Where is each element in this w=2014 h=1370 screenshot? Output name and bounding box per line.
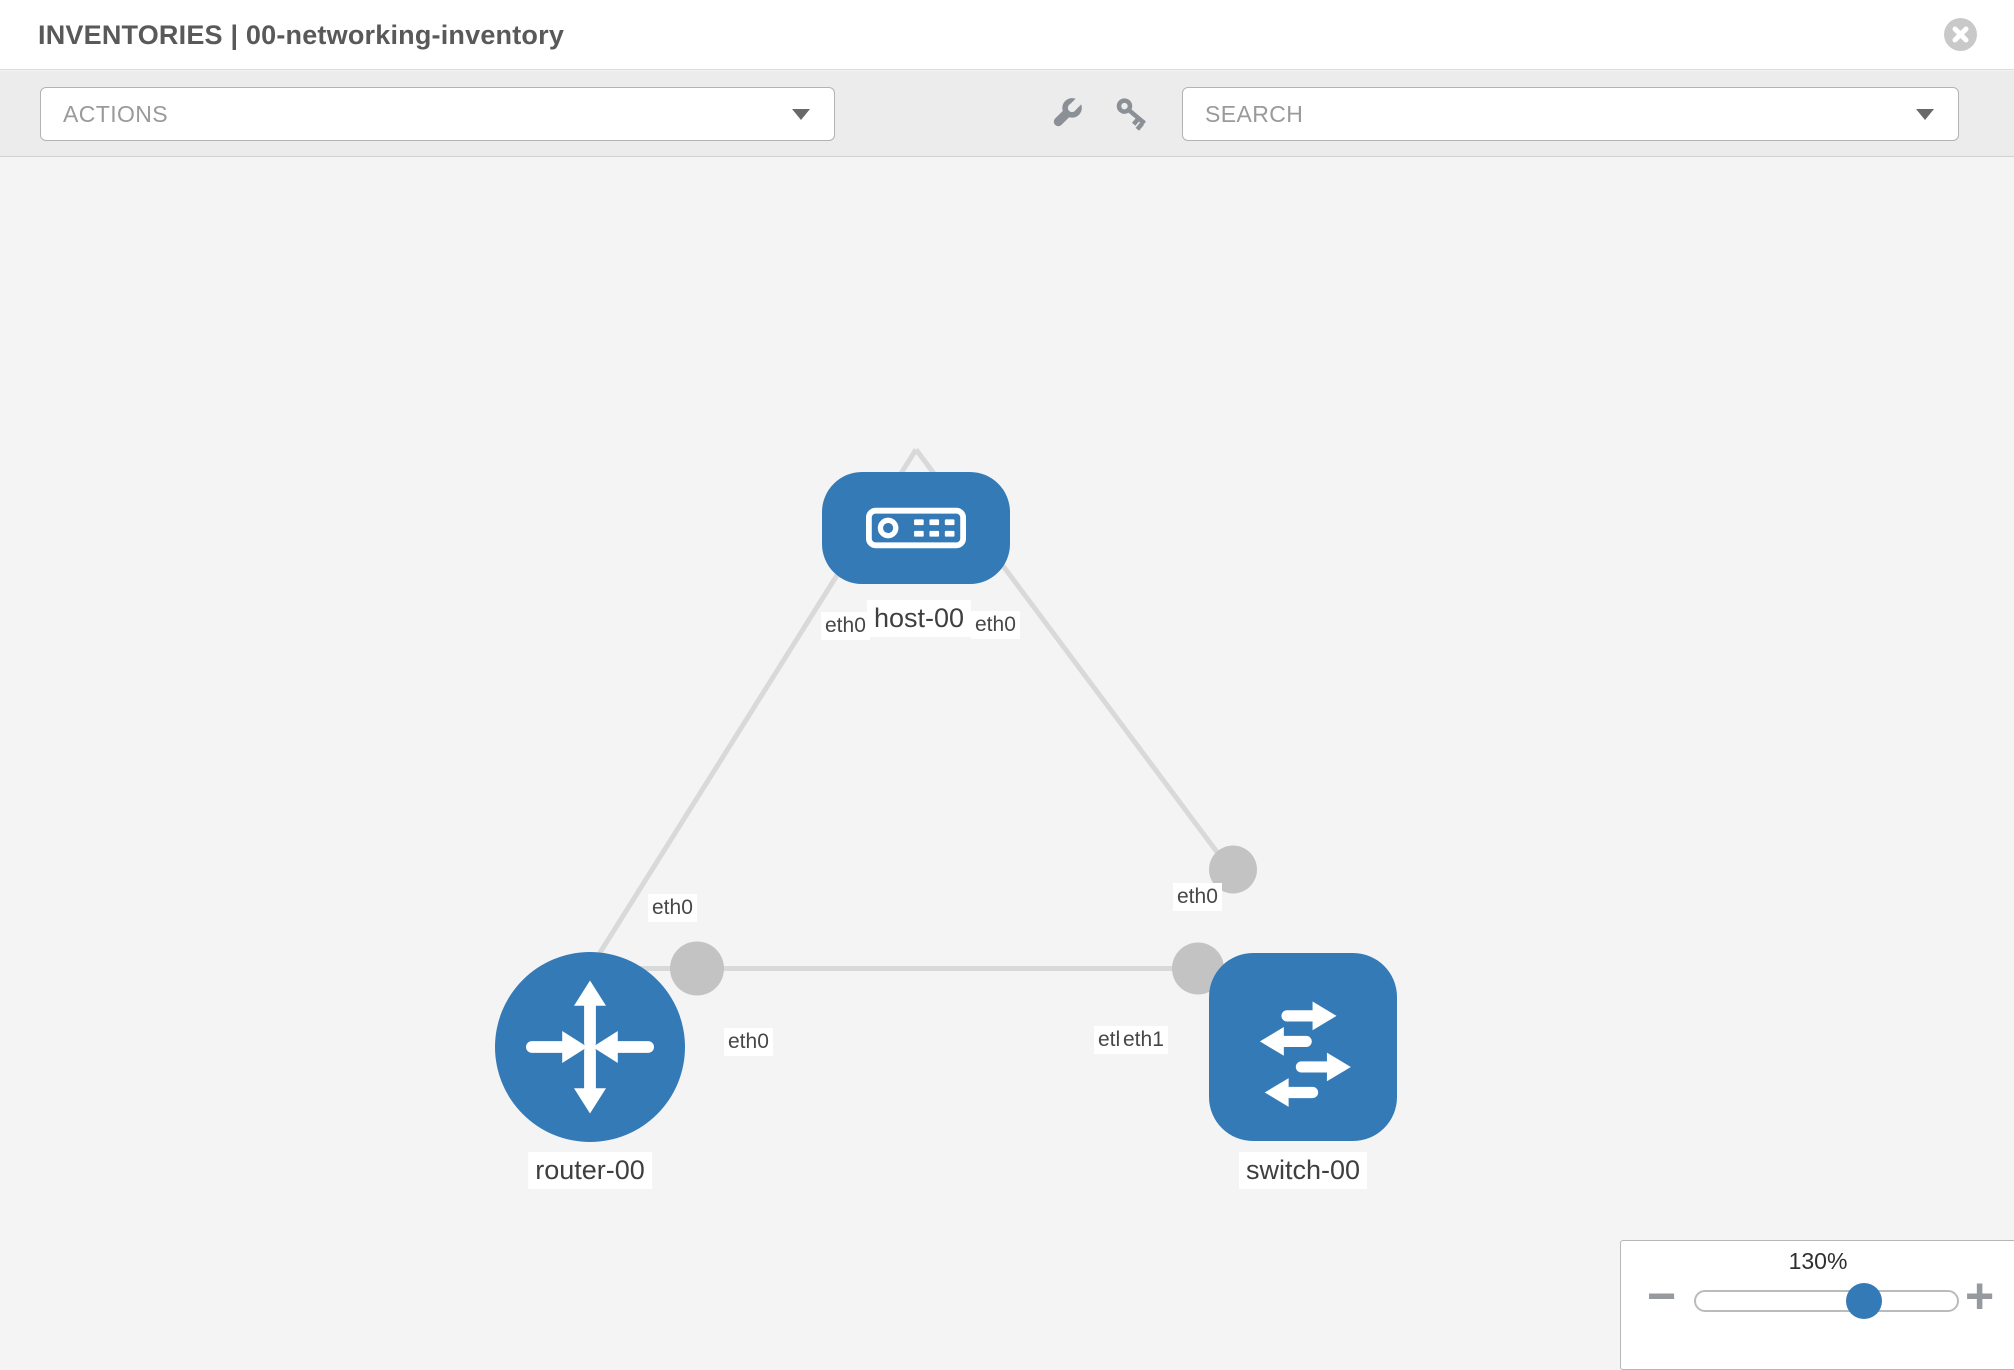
- interface-label: eth1: [1119, 1026, 1168, 1054]
- node-router-00[interactable]: [495, 952, 685, 1142]
- chevron-down-icon: [1916, 109, 1934, 120]
- server-icon: [866, 507, 966, 549]
- search-dropdown[interactable]: SEARCH: [1182, 87, 1959, 141]
- topology-canvas[interactable]: host-00 router-00 switch-00 eth0 eth0 et…: [0, 157, 2014, 1370]
- close-icon: [1952, 26, 1969, 43]
- interface-label: eth0: [971, 611, 1020, 639]
- zoom-control-panel: 130% − +: [1620, 1240, 2014, 1370]
- node-host-00[interactable]: [822, 472, 1010, 584]
- zoom-slider-handle[interactable]: [1846, 1283, 1882, 1319]
- key-icon: [1116, 98, 1146, 131]
- zoom-slider-track[interactable]: [1694, 1290, 1959, 1312]
- switch-arrows-icon: [1259, 1001, 1351, 1107]
- router-arrows-icon: [525, 980, 655, 1114]
- node-switch-00[interactable]: [1209, 953, 1397, 1141]
- zoom-level: 130%: [1788, 1248, 1848, 1274]
- wrench-icon: [1053, 98, 1082, 127]
- topology-links-layer: [587, 448, 1303, 996]
- page-title: INVENTORIES | 00-networking-inventory: [38, 20, 565, 50]
- zoom-in-button[interactable]: +: [1965, 1268, 1995, 1324]
- interface-label: eth0: [648, 894, 697, 922]
- tools-button[interactable]: [1042, 92, 1088, 138]
- actions-dropdown[interactable]: ACTIONS: [40, 87, 835, 141]
- interface-label: eth0: [821, 612, 870, 640]
- zoom-out-button[interactable]: −: [1647, 1268, 1677, 1324]
- interface-bubble-router: [670, 941, 724, 996]
- credentials-button[interactable]: [1109, 92, 1155, 138]
- page-header: INVENTORIES | 00-networking-inventory: [0, 0, 2014, 70]
- actions-dropdown-label: ACTIONS: [63, 101, 169, 127]
- toolbar: ACTIONS SEARCH: [0, 71, 2014, 157]
- interface-label: eth0: [724, 1028, 773, 1056]
- search-dropdown-label: SEARCH: [1205, 101, 1304, 127]
- node-label-switch: switch-00: [1238, 1152, 1368, 1189]
- node-label-router: router-00: [528, 1152, 652, 1189]
- chevron-down-icon: [792, 109, 810, 120]
- node-label-host: host-00: [866, 600, 972, 637]
- close-button[interactable]: [1944, 18, 1977, 51]
- interface-label: eth0: [1173, 883, 1222, 911]
